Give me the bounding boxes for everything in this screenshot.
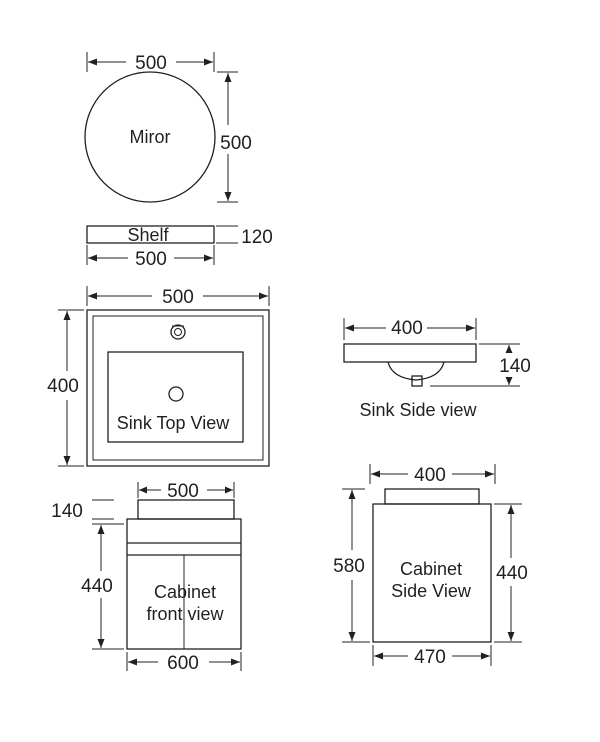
sink-top-width-value: 500: [162, 287, 194, 308]
cabinet-side-height-dimension: 440: [494, 503, 528, 643]
mirror-height-value: 500: [220, 133, 252, 154]
cabinet-front-sink-top: [137, 499, 235, 520]
cabinet-side-total-height-value: 580: [333, 556, 365, 577]
cabinet-front-label-line2: front view: [146, 604, 224, 624]
faucet-hole: [170, 324, 186, 340]
cabinet-side-body: [372, 503, 492, 643]
sink-side-view: Sink Side view 400 140: [343, 318, 531, 420]
sink-side-height-value: 140: [499, 356, 531, 377]
sink-top-depth-dimension: 400: [47, 309, 84, 467]
sink-side-label: Sink Side view: [359, 400, 477, 420]
shelf-width-dimension: 500: [86, 245, 215, 270]
sink-side-drain: [411, 375, 423, 387]
cabinet-side-top-width-value: 400: [414, 465, 446, 486]
sink-side-width-dimension: 400: [343, 318, 477, 340]
mirror-width-dimension: 500: [86, 52, 215, 74]
shelf-depth-dimension: 120: [216, 225, 273, 248]
cabinet-side-width-value: 470: [414, 647, 446, 668]
cabinet-side-top-width-dimension: 400: [369, 464, 496, 486]
mirror-label: Miror: [130, 127, 171, 147]
sink-top-inner-rim: [92, 315, 264, 461]
cabinet-front-height-value: 440: [81, 576, 113, 597]
cabinet-front-label-line1: Cabinet: [154, 582, 216, 602]
cabinet-side-label-line2: Side View: [391, 581, 472, 601]
sink-top-label: Sink Top View: [117, 413, 230, 433]
sink-top-width-dimension: 500: [86, 286, 270, 308]
shelf-outline: [86, 225, 215, 244]
mirror-width-value: 500: [135, 53, 167, 74]
cabinet-front-top-width-dimension: 500: [137, 481, 235, 502]
mirror-view: Miror 500 500: [84, 52, 252, 203]
cabinet-side-height-value: 440: [496, 563, 528, 584]
sink-basin: [107, 351, 244, 443]
sink-side-bowl: [387, 361, 445, 381]
mirror-outline: [84, 71, 216, 203]
drain-hole: [168, 386, 184, 402]
mirror-height-dimension: 500: [217, 71, 252, 203]
cabinet-front-width-dimension: 600: [126, 652, 242, 674]
shelf-depth-value: 120: [241, 227, 273, 248]
cabinet-front-top-height-value: 140: [51, 501, 83, 522]
sink-side-outline: [343, 343, 477, 363]
cabinet-front-top-height-dimension: 140: [51, 499, 114, 522]
cabinet-front-top-width-value: 500: [167, 481, 199, 502]
cabinet-front-width-value: 600: [167, 653, 199, 674]
cabinet-front-view: Cabinet front view 500 140 440: [51, 481, 242, 674]
cabinet-side-label-line1: Cabinet: [400, 559, 462, 579]
sink-top-view: Sink Top View 500 400: [47, 286, 270, 467]
sink-side-width-value: 400: [391, 318, 423, 339]
cabinet-side-width-dimension: 470: [372, 645, 492, 668]
cabinet-side-sink-top: [384, 488, 480, 505]
sink-top-outer: [86, 309, 270, 467]
shelf-label: Shelf: [127, 225, 169, 245]
cabinet-front-height-dimension: 440: [81, 523, 124, 650]
sink-top-depth-value: 400: [47, 376, 79, 397]
cabinet-side-total-height-dimension: 580: [333, 488, 370, 643]
faucet-hole-inner: [174, 328, 182, 336]
sink-side-height-dimension: 140: [430, 343, 531, 387]
shelf-width-value: 500: [135, 249, 167, 270]
cabinet-side-view: Cabinet Side View 400 580 4: [333, 464, 528, 668]
shelf-view: Shelf 120 500: [86, 225, 273, 270]
